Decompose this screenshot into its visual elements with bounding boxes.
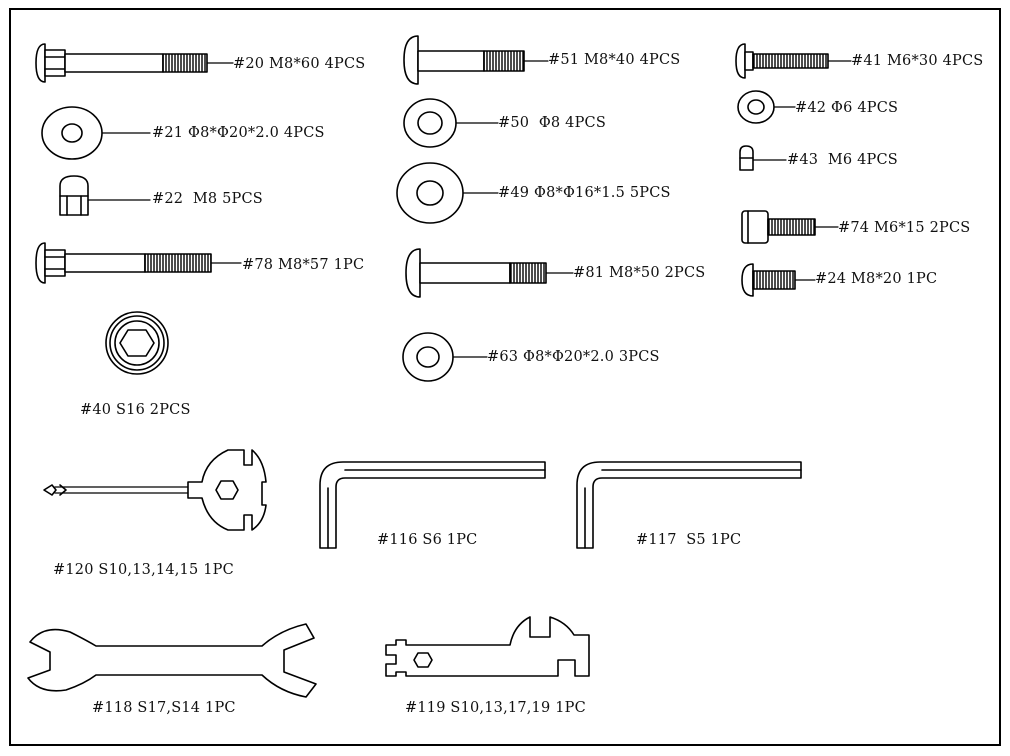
part-51-label: #51 M8*40 4PCS [548, 52, 681, 68]
part-20-label: #20 M8*60 4PCS [233, 56, 366, 72]
bolt-41-icon [735, 43, 852, 79]
part-41-label: #41 M6*30 4PCS [851, 53, 984, 69]
part-78-label: #78 M8*57 1PC [242, 257, 365, 273]
part-42-label: #42 Φ6 4PCS [795, 100, 899, 116]
part-117-label: #117 S5 1PC [636, 532, 742, 548]
washer-63-icon [402, 332, 488, 382]
bolt-74-icon [741, 210, 839, 244]
part-120-label: #120 S10,13,14,15 1PC [53, 562, 234, 578]
part-21-label: #21 Φ8*Φ20*2.0 4PCS [152, 125, 325, 141]
bolt-78-icon [35, 242, 242, 284]
wrench-119-icon [385, 616, 590, 677]
part-50-label: #50 Φ8 4PCS [498, 115, 606, 131]
bolt-20-icon [35, 43, 234, 83]
nut-43-icon [739, 145, 787, 171]
part-116-label: #116 S6 1PC [377, 532, 478, 548]
socket-40-icon [105, 311, 169, 375]
part-74-label: #74 M6*15 2PCS [838, 220, 971, 236]
part-24-label: #24 M8*20 1PC [815, 271, 938, 287]
hex-key-117-icon [576, 461, 802, 549]
bolt-81-icon [405, 248, 574, 298]
part-43-label: #43 M6 4PCS [787, 152, 898, 168]
part-63-label: #63 Φ8*Φ20*2.0 3PCS [487, 349, 660, 365]
part-49-label: #49 Φ8*Φ16*1.5 5PCS [498, 185, 671, 201]
washer-21-icon [41, 106, 151, 160]
part-118-label: #118 S17,S14 1PC [92, 700, 236, 716]
wrench-118-icon [27, 623, 317, 698]
part-81-label: #81 M8*50 2PCS [573, 265, 706, 281]
part-22-label: #22 M8 5PCS [152, 191, 263, 207]
cap-nut-22-icon [59, 175, 151, 216]
diagram-border [9, 8, 1001, 746]
washer-42-icon [737, 90, 796, 124]
screwdriver-wrench-120-icon [43, 449, 267, 531]
bolt-24-icon [741, 263, 816, 297]
part-40-label: #40 S16 2PCS [80, 402, 191, 418]
bolt-51-icon [403, 35, 549, 85]
washer-49-icon [396, 162, 499, 224]
washer-50-icon [403, 98, 499, 148]
hex-key-116-icon [319, 461, 546, 549]
part-119-label: #119 S10,13,17,19 1PC [405, 700, 586, 716]
